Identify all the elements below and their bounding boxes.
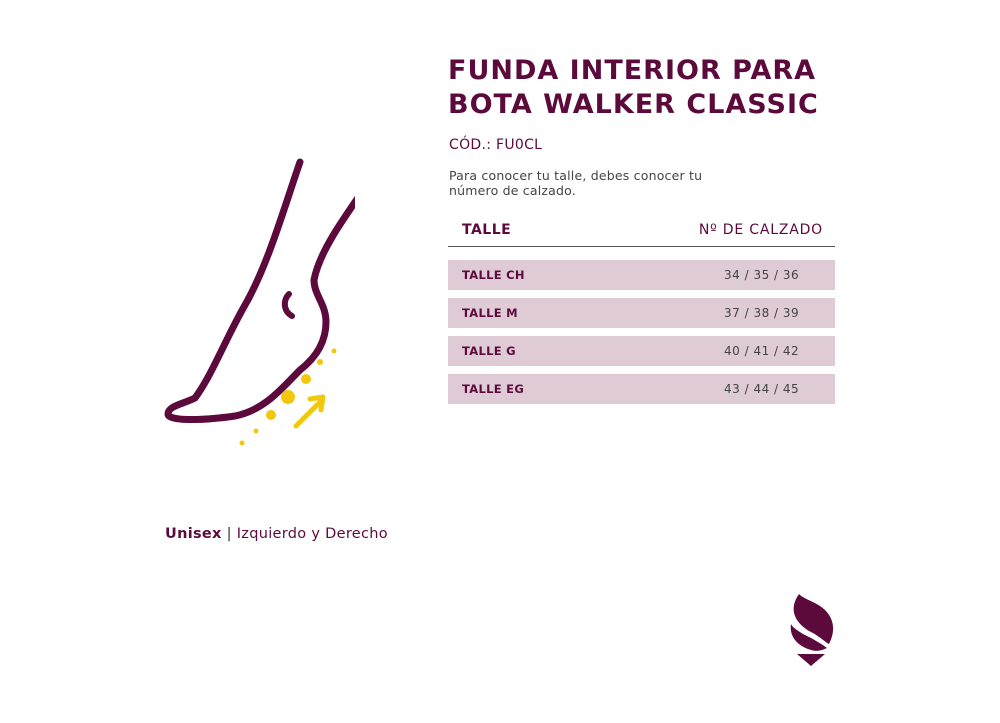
fit-unisex: Unisex — [165, 526, 222, 542]
table-row: TALLE EG 43 / 44 / 45 — [448, 374, 835, 404]
row-size: TALLE CH — [462, 268, 525, 282]
foot-heel-pressure-icon — [164, 158, 355, 446]
row-shoe-numbers: 34 / 35 / 36 — [724, 268, 800, 282]
row-shoe-numbers: 43 / 44 / 45 — [724, 382, 800, 396]
size-table-header: TALLE Nº DE CALZADO — [448, 214, 835, 247]
product-title: FUNDA INTERIOR PARA BOTA WALKER CLASSIC — [448, 54, 868, 122]
table-row: TALLE CH 34 / 35 / 36 — [448, 260, 835, 290]
row-shoe-numbers: 37 / 38 / 39 — [724, 306, 800, 320]
fit-description: Unisex | Izquierdo y Derecho — [165, 526, 388, 542]
brand-leaf-logo-icon — [790, 594, 834, 666]
header-size: TALLE — [462, 222, 512, 238]
fit-separator: | — [226, 526, 232, 542]
row-size: TALLE G — [462, 344, 516, 358]
size-instructions-line-1: Para conocer tu talle, debes conocer tu — [449, 168, 703, 183]
fit-sides: Izquierdo y Derecho — [236, 526, 388, 542]
table-row: TALLE M 37 / 38 / 39 — [448, 298, 835, 328]
row-shoe-numbers: 40 / 41 / 42 — [724, 344, 800, 358]
product-code: CÓD.: FU0CL — [449, 137, 543, 153]
row-size: TALLE EG — [462, 382, 525, 396]
size-table: TALLE Nº DE CALZADO TALLE CH 34 / 35 / 3… — [448, 214, 835, 404]
size-instructions: Para conocer tu talle, debes conocer tu … — [449, 168, 749, 198]
product-title-line-1: FUNDA INTERIOR PARA — [448, 55, 817, 86]
product-title-line-2: BOTA WALKER CLASSIC — [448, 89, 819, 120]
row-size: TALLE M — [462, 306, 518, 320]
size-instructions-line-2: número de calzado. — [449, 183, 576, 198]
table-row: TALLE G 40 / 41 / 42 — [448, 336, 835, 366]
header-shoe-number: Nº DE CALZADO — [698, 222, 823, 238]
